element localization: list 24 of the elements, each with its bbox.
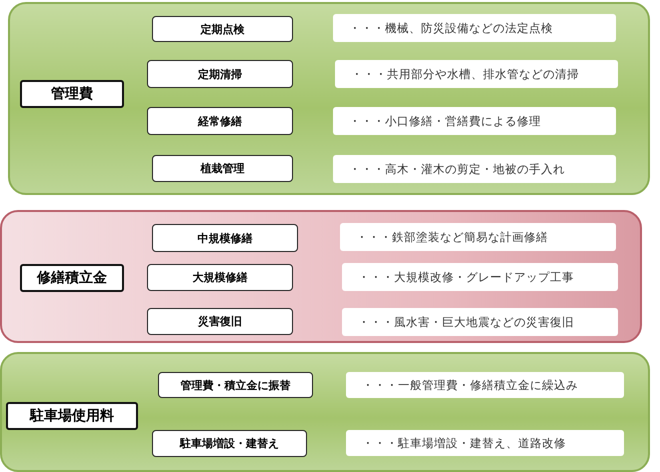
category-box: 駐車場使用料 [6,402,138,430]
description-box: ・・・機械、防災設備などの法定点検 [333,14,616,42]
category-box: 修繕積立金 [20,264,124,292]
description-box: ・・・風水害・巨大地震などの災害復旧 [342,308,618,336]
item-box: 大規模修繕 [147,264,293,291]
description-box: ・・・鉄部塗装など簡易な計画修繕 [340,223,616,251]
description-box: ・・・一般管理費・修繕積立金に繰込み [346,372,624,398]
item-box: 中規模修繕 [152,224,298,252]
item-box: 定期点検 [152,16,293,42]
item-box: 災害復旧 [147,308,293,335]
panel-background [0,210,642,343]
description-box: ・・・駐車場増設・建替え、道路改修 [346,430,624,456]
item-box: 定期清掃 [147,60,293,88]
description-box: ・・・高木・灌木の剪定・地被の手入れ [333,155,616,183]
panel-background [0,352,650,472]
panel-background [8,2,650,195]
item-box: 管理費・積立金に振替 [158,372,313,398]
item-box: 駐車場増設・建替え [152,430,307,457]
item-box: 植栽管理 [152,155,293,182]
category-box: 管理費 [20,80,124,108]
item-box: 経常修繕 [147,107,293,135]
description-box: ・・・小口修繕・営繕費による修理 [333,107,616,135]
description-box: ・・・共用部分や水槽、排水管などの清掃 [335,60,618,88]
description-box: ・・・大規模改修・グレードアップ工事 [342,263,618,291]
